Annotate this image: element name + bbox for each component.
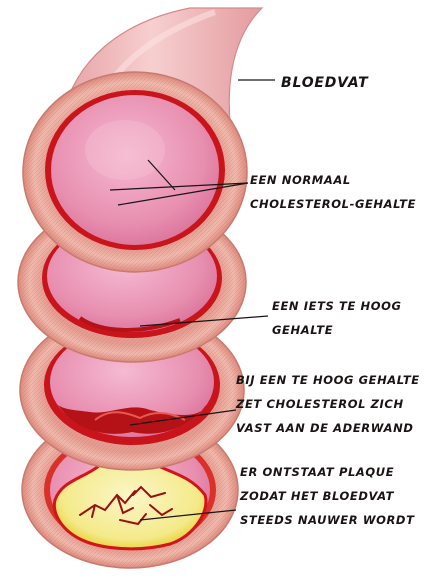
label-normal-line-2: CHOLESTEROL-GEHALTE [250,192,416,216]
label-plaque: ER ONTSTAAT PLAQUE ZODAT HET BLOEDVAT ST… [240,460,415,532]
label-deposit: BIJ EEN TE HOOG GEHALTE ZET CHOLESTEROL … [236,368,420,440]
label-deposit-line-3: VAST AAN DE ADERWAND [236,416,420,440]
label-deposit-line-1: BIJ EEN TE HOOG GEHALTE [236,368,420,392]
label-deposit-line-2: ZET CHOLESTEROL ZICH [236,392,420,416]
label-plaque-line-1: ER ONTSTAAT PLAQUE [240,460,415,484]
label-plaque-line-3: STEEDS NAUWER WORDT [240,508,415,532]
label-slightly-high-line-1: EEN IETS TE HOOG [272,294,402,318]
cross-section-normal [23,72,247,272]
label-normal: EEN NORMAAL CHOLESTEROL-GEHALTE [250,168,416,216]
label-plaque-line-2: ZODAT HET BLOEDVAT [240,484,415,508]
label-normal-line-1: EEN NORMAAL [250,168,416,192]
label-slightly-high: EEN IETS TE HOOG GEHALTE [272,294,402,342]
label-slightly-high-line-2: GEHALTE [272,318,402,342]
title-label: BLOEDVAT [281,74,369,92]
